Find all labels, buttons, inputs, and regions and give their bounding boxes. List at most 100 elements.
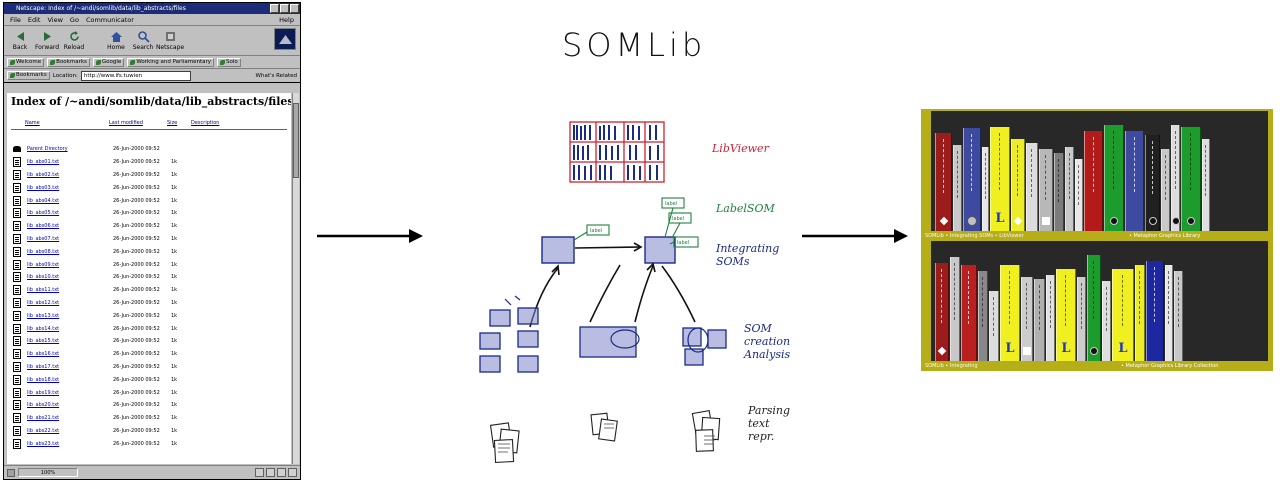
navigator-icon[interactable] xyxy=(255,468,264,477)
file-link[interactable]: lib_abs16.txt xyxy=(27,351,60,358)
book-spine-text xyxy=(1068,153,1071,200)
book[interactable]: L xyxy=(1000,265,1020,361)
menu-help[interactable]: Help xyxy=(279,16,294,24)
file-link[interactable]: lib_abs10.txt xyxy=(27,274,60,281)
book[interactable] xyxy=(935,263,949,361)
book[interactable] xyxy=(1054,153,1064,231)
minimize-button[interactable] xyxy=(270,4,279,13)
column-last-modified[interactable]: Last modified xyxy=(109,120,143,126)
book[interactable] xyxy=(1077,277,1086,361)
book[interactable] xyxy=(1075,159,1083,231)
file-link[interactable]: lib_abs07.txt xyxy=(27,235,60,242)
book-marker-icon: L xyxy=(995,211,1005,226)
file-link[interactable]: lib_abs06.txt xyxy=(27,223,60,230)
book[interactable] xyxy=(1161,149,1170,231)
book[interactable] xyxy=(1181,127,1201,231)
file-link[interactable]: lib_abs17.txt xyxy=(27,363,60,370)
book[interactable] xyxy=(950,257,960,361)
file-link[interactable]: lib_abs08.txt xyxy=(27,248,60,255)
file-link[interactable]: lib_abs19.txt xyxy=(27,389,60,396)
forward-button[interactable]: Forward xyxy=(35,28,59,53)
book[interactable] xyxy=(1174,271,1183,361)
book[interactable] xyxy=(1202,139,1210,231)
book-spine-text xyxy=(1017,145,1019,196)
search-button[interactable]: Search xyxy=(131,28,155,53)
menu-file[interactable]: File xyxy=(10,16,21,24)
menu-edit[interactable]: Edit xyxy=(27,16,41,24)
file-link[interactable]: lib_abs02.txt xyxy=(27,171,60,178)
bookmark-bookmarks[interactable]: Bookmarks xyxy=(47,58,90,67)
book[interactable] xyxy=(1034,279,1045,361)
book[interactable] xyxy=(1165,265,1173,361)
bookmarks-menu-button[interactable]: Bookmarks xyxy=(7,71,50,80)
vertical-scrollbar[interactable] xyxy=(292,93,299,464)
book[interactable]: L xyxy=(1056,269,1076,361)
book[interactable] xyxy=(978,271,988,361)
book[interactable] xyxy=(1145,135,1160,231)
file-link[interactable]: lib_abs21.txt xyxy=(27,415,60,422)
column-description[interactable]: Description xyxy=(191,120,220,126)
bookmark-welcome[interactable]: Welcome xyxy=(7,58,45,67)
book[interactable] xyxy=(961,265,977,361)
home-button[interactable]: Home xyxy=(104,28,128,53)
menu-go[interactable]: Go xyxy=(69,16,79,24)
reload-button[interactable]: Reload xyxy=(62,28,86,53)
file-link[interactable]: lib_abs15.txt xyxy=(27,338,60,345)
bookmark-google[interactable]: Google xyxy=(92,58,125,67)
book[interactable] xyxy=(1146,261,1164,361)
menu-view[interactable]: View xyxy=(47,16,63,24)
column-name[interactable]: Name xyxy=(25,120,40,126)
book[interactable] xyxy=(1087,255,1101,361)
scrollbar-thumb[interactable] xyxy=(293,103,299,178)
file-link[interactable]: lib_abs01.txt xyxy=(27,159,60,166)
composer-icon[interactable] xyxy=(277,468,286,477)
file-link[interactable]: Parent Directory xyxy=(27,146,68,153)
menu-communicator[interactable]: Communicator xyxy=(85,16,134,24)
mail-icon[interactable] xyxy=(266,468,275,477)
file-link[interactable]: lib_abs11.txt xyxy=(27,287,60,294)
book[interactable] xyxy=(1046,275,1055,361)
whats-related-button[interactable]: What's Related xyxy=(255,72,297,79)
book[interactable] xyxy=(1135,265,1145,361)
book[interactable] xyxy=(1104,125,1124,231)
file-link[interactable]: lib_abs03.txt xyxy=(27,184,60,191)
file-link[interactable]: lib_abs05.txt xyxy=(27,210,60,217)
column-size[interactable]: Size xyxy=(167,120,178,126)
file-link[interactable]: lib_abs14.txt xyxy=(27,325,60,332)
book[interactable] xyxy=(935,133,952,231)
book[interactable] xyxy=(963,128,981,231)
file-link[interactable]: lib_abs22.txt xyxy=(27,427,60,434)
book[interactable]: L xyxy=(990,127,1010,231)
book[interactable]: L xyxy=(1112,269,1134,361)
book[interactable] xyxy=(1039,149,1053,231)
book[interactable] xyxy=(1026,143,1038,231)
file-link[interactable]: lib_abs04.txt xyxy=(27,197,60,204)
file-link[interactable]: lib_abs13.txt xyxy=(27,312,60,319)
book[interactable] xyxy=(1102,281,1111,361)
book[interactable] xyxy=(1011,139,1025,231)
file-link[interactable]: lib_abs20.txt xyxy=(27,402,60,409)
book[interactable] xyxy=(953,145,962,231)
back-button[interactable]: Back xyxy=(8,28,32,53)
book-marker-icon: L xyxy=(1005,341,1015,356)
file-date: 26-Jun-2000 09:52 xyxy=(113,171,160,178)
book[interactable] xyxy=(989,291,999,361)
book[interactable] xyxy=(1065,147,1074,231)
bookmark-working[interactable]: Working and Parliamentary xyxy=(127,58,214,67)
bookmark-solo[interactable]: Solo xyxy=(217,58,241,67)
location-input[interactable]: http://www.ifs.tuwien xyxy=(80,70,191,81)
book[interactable] xyxy=(1021,277,1033,361)
file-link[interactable]: lib_abs09.txt xyxy=(27,261,60,268)
book[interactable] xyxy=(1171,125,1180,231)
book[interactable] xyxy=(1084,131,1103,231)
close-button[interactable] xyxy=(290,4,299,13)
book[interactable] xyxy=(1125,131,1144,231)
edit-icon[interactable] xyxy=(288,468,297,477)
maximize-button[interactable] xyxy=(280,4,289,13)
file-link[interactable]: lib_abs18.txt xyxy=(27,376,60,383)
file-link[interactable]: lib_abs23.txt xyxy=(27,440,60,447)
file-link[interactable]: lib_abs12.txt xyxy=(27,299,60,306)
netscape-button[interactable]: Netscape xyxy=(156,28,184,53)
book[interactable] xyxy=(982,147,989,231)
